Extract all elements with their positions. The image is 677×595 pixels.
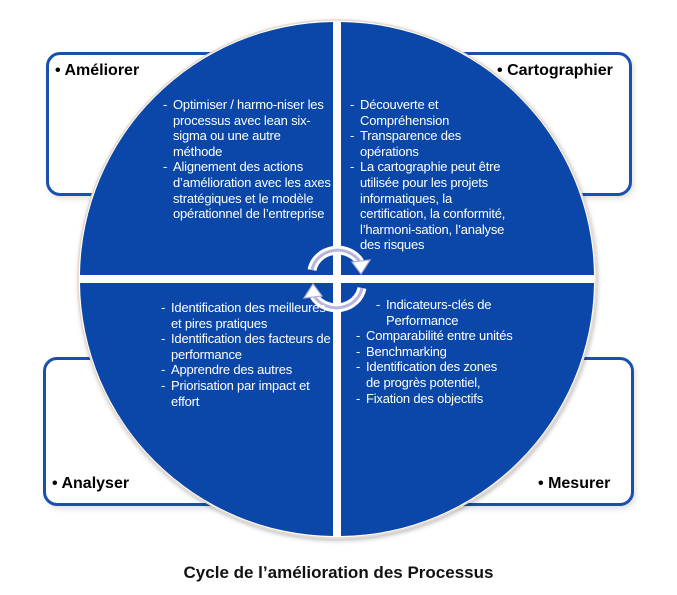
item-text: Benchmarking	[366, 343, 447, 359]
bullet: •	[55, 62, 61, 79]
quadrant-cartographier	[341, 22, 594, 275]
label-ameliorer: • Améliorer	[55, 62, 139, 80]
list-item: -Identification des facteurs de performa…	[161, 331, 333, 362]
list-item: -Priorisation par impact et effort	[161, 378, 333, 409]
item-text: Identification des facteurs de performan…	[171, 331, 331, 362]
dash: -	[161, 331, 166, 347]
list-item: -Optimiser / harmo-niser les processus a…	[163, 97, 331, 159]
item-text: Priorisation par impact et effort	[171, 377, 310, 409]
item-text: Alignement des actions d’amélioration av…	[173, 159, 331, 222]
item-text: Transparence des opérations	[360, 128, 462, 159]
item-text: Comparabilité entre unités	[366, 328, 513, 344]
quadrant-ameliorer	[80, 22, 333, 275]
cycle-arrows-icon	[302, 245, 372, 313]
item-text: Optimiser / harmo-niser les processus av…	[173, 97, 324, 159]
item-text: Identification des meilleures et pires p…	[171, 300, 326, 331]
quadrant-mesurer	[341, 283, 594, 536]
list-item: -Comparabilité entre unités	[356, 328, 514, 344]
dash: -	[356, 390, 361, 406]
items-cartographier: -Découverte et Compréhension -Transparen…	[350, 97, 518, 253]
dash: -	[161, 300, 166, 315]
label-mesurer: • Mesurer	[538, 475, 610, 493]
dash: -	[163, 159, 168, 175]
dash: -	[376, 297, 381, 312]
quadrant-title: Mesurer	[548, 475, 611, 492]
list-item: -Découverte et Compréhension	[350, 97, 518, 128]
items-mesurer: -Indicateurs-clés de Performance -Compar…	[356, 297, 514, 406]
dash: -	[356, 328, 361, 344]
dash: -	[350, 128, 355, 144]
item-text: Indicateurs-clés de Performance	[386, 297, 492, 328]
arrow-top-clockwise-icon	[307, 245, 372, 276]
item-text: Découverte et Compréhension	[360, 97, 450, 128]
quadrant-title: Améliorer	[64, 62, 140, 79]
quadrant-title: Cartographier	[507, 62, 613, 79]
dash: -	[350, 97, 355, 112]
list-item: -Alignement des actions d’amélioration a…	[163, 159, 331, 221]
dash: -	[356, 359, 361, 375]
bullet: •	[538, 475, 544, 492]
list-item: -Apprendre des autres	[161, 362, 333, 378]
list-item: -Identification des zones de progrès pot…	[356, 359, 514, 390]
quadrant-analyser	[80, 283, 333, 536]
item-text: Identification des zones de progrès pote…	[366, 359, 498, 390]
dash: -	[161, 362, 166, 378]
dash: -	[356, 343, 361, 359]
dash: -	[161, 377, 166, 393]
dash: -	[350, 159, 355, 175]
list-item: -Identification des meilleures et pires …	[161, 300, 333, 331]
items-analyser: -Identification des meilleures et pires …	[161, 300, 333, 409]
item-text: La cartographie peut être utilisée pour …	[360, 159, 506, 253]
bullet: •	[497, 62, 503, 79]
diagram-caption: Cycle de l’amélioration des Processus	[183, 563, 494, 582]
quadrant-title: Analyser	[61, 475, 130, 492]
label-analyser: • Analyser	[52, 475, 129, 493]
list-item: -Transparence des opérations	[350, 128, 518, 159]
dash: -	[163, 97, 168, 112]
list-item: -Benchmarking	[356, 344, 514, 360]
list-item: -La cartographie peut être utilisée pour…	[350, 159, 518, 253]
item-text: Apprendre des autres	[171, 362, 293, 378]
list-item: -Fixation des objectifs	[356, 391, 514, 407]
item-text: Fixation des objectifs	[366, 390, 483, 406]
list-item: -Indicateurs-clés de Performance	[356, 297, 514, 328]
items-ameliorer: -Optimiser / harmo-niser les processus a…	[163, 97, 331, 222]
arrow-bottom-clockwise-icon	[302, 282, 367, 313]
label-cartographier: • Cartographier	[497, 62, 613, 80]
bullet: •	[52, 475, 58, 492]
